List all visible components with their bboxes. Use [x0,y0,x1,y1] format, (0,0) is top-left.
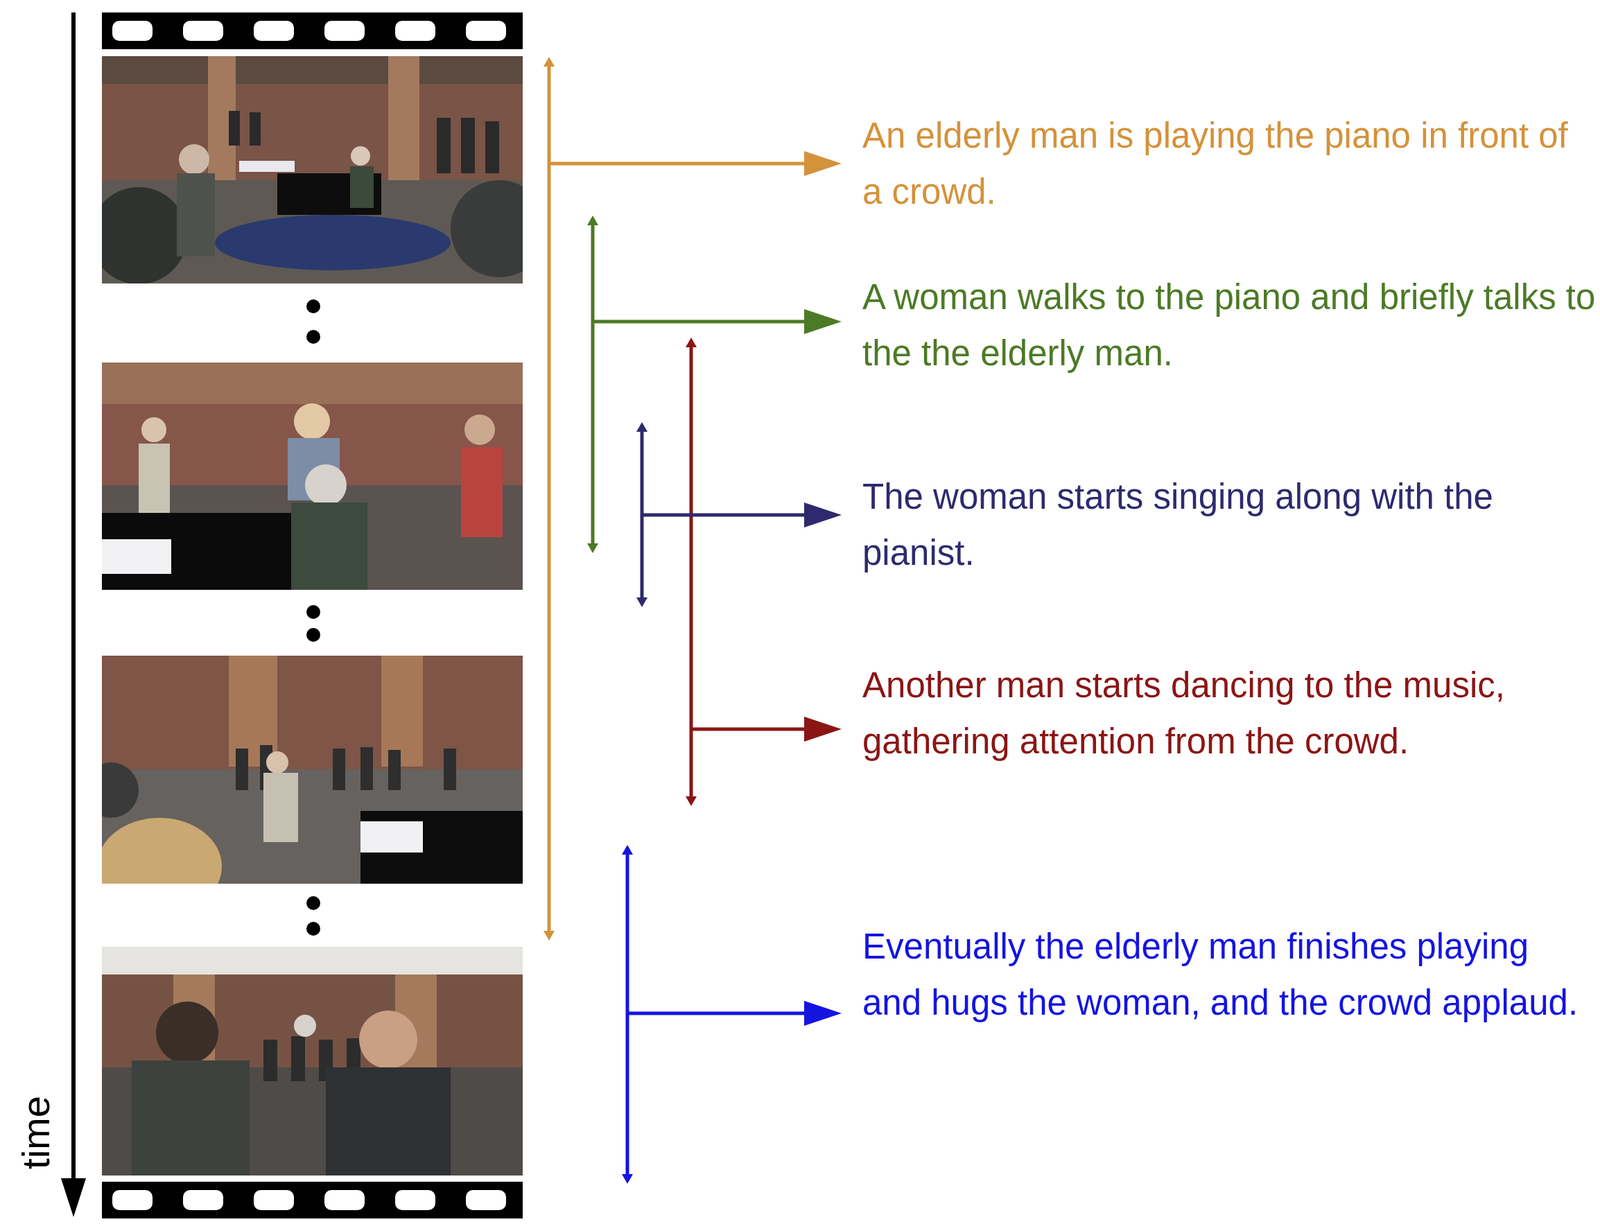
event-caption: A woman walks to the piano and briefly t… [862,268,1596,382]
event-caption: Eventually the elderly man finishes play… [862,918,1596,1031]
arrowhead [543,56,842,1185]
event-caption: Another man starts dancing to the music,… [862,657,1596,770]
video-frame [101,946,523,1176]
time-axis [61,12,86,1218]
video-frame [101,56,523,284]
event-caption: An elderly man is playing the piano in f… [862,107,1596,220]
axis-label: time [15,1096,57,1170]
time-span-bracket [549,63,812,1178]
event-caption: The woman starts singing along with the … [862,468,1596,581]
video-frame [101,362,523,590]
film-sprockets [101,12,523,1219]
video-frame [101,655,523,884]
